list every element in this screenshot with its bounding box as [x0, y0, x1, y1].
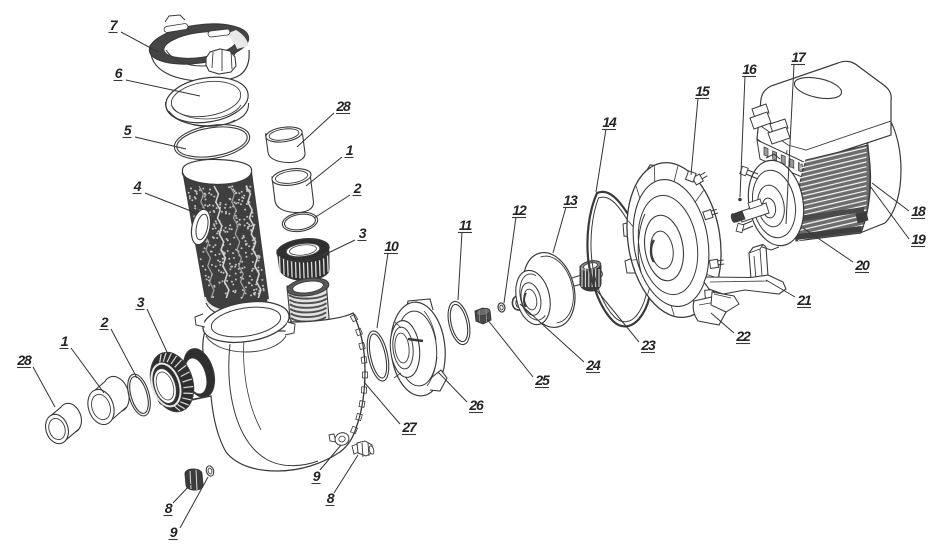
svg-text:10: 10 [384, 238, 399, 254]
svg-text:4: 4 [133, 178, 142, 194]
svg-text:27: 27 [401, 419, 418, 435]
svg-text:13: 13 [563, 192, 578, 208]
svg-text:28: 28 [335, 98, 351, 114]
svg-text:25: 25 [534, 372, 550, 388]
svg-text:8: 8 [327, 490, 335, 506]
svg-text:17: 17 [791, 49, 807, 65]
svg-text:22: 22 [735, 328, 751, 344]
svg-text:20: 20 [854, 257, 870, 273]
svg-text:9: 9 [170, 524, 178, 540]
svg-text:23: 23 [640, 337, 656, 353]
svg-text:16: 16 [742, 61, 757, 77]
svg-text:11: 11 [459, 217, 473, 233]
svg-text:8: 8 [165, 500, 173, 516]
svg-text:2: 2 [353, 180, 362, 196]
svg-text:5: 5 [124, 122, 132, 138]
svg-text:15: 15 [695, 83, 710, 99]
svg-text:26: 26 [468, 397, 484, 413]
svg-text:9: 9 [313, 468, 321, 484]
svg-text:1: 1 [346, 142, 354, 158]
svg-text:12: 12 [512, 202, 527, 218]
svg-text:28: 28 [16, 352, 32, 368]
svg-text:24: 24 [585, 357, 601, 373]
svg-text:14: 14 [602, 114, 617, 130]
svg-text:21: 21 [796, 292, 812, 308]
svg-text:6: 6 [115, 65, 123, 81]
svg-text:1: 1 [61, 333, 69, 349]
svg-text:3: 3 [137, 294, 145, 310]
svg-text:18: 18 [911, 203, 926, 219]
svg-text:2: 2 [100, 314, 109, 330]
svg-text:3: 3 [359, 225, 367, 241]
svg-text:7: 7 [110, 17, 119, 33]
svg-text:19: 19 [911, 231, 926, 247]
